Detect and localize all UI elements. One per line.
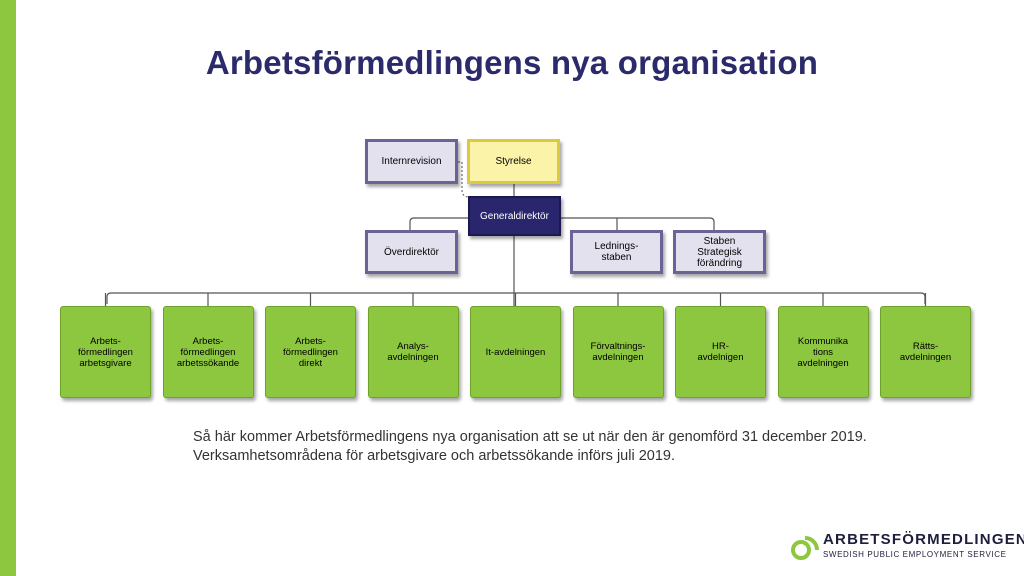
left-accent-bar bbox=[0, 0, 16, 576]
department-box: It-avdelningen bbox=[470, 306, 561, 398]
logo-mark-icon bbox=[791, 536, 819, 560]
box-internrevision: Internrevision bbox=[365, 139, 458, 184]
caption-line-2: Verksamhetsområdena för arbetsgivare och… bbox=[193, 448, 675, 464]
department-box: Förvaltnings- avdelningen bbox=[572, 306, 664, 398]
department-box: Arbets- förmedlingen arbetssökande bbox=[162, 306, 254, 398]
department-box: Analys- avdelningen bbox=[367, 306, 459, 398]
box-ledningsstaben: Lednings- staben bbox=[570, 230, 663, 274]
logo-name: ARBETSFÖRMEDLINGEN bbox=[823, 531, 1024, 548]
connector-internrevision bbox=[458, 161, 470, 198]
box-generaldirektor: Generaldirektör bbox=[468, 196, 561, 236]
caption-line-1: Så här kommer Arbetsförmedlingens nya or… bbox=[193, 429, 867, 445]
box-styrelse: Styrelse bbox=[467, 139, 560, 184]
caption: Så här kommer Arbetsförmedlingens nya or… bbox=[193, 428, 973, 466]
page-title: Arbetsförmedlingens nya organisation bbox=[205, 44, 819, 81]
box-overdirektor: Överdirektör bbox=[365, 230, 458, 274]
logo-tagline: SWEDISH PUBLIC EMPLOYMENT SERVICE bbox=[823, 550, 1007, 559]
connector-staff-bracket bbox=[409, 217, 715, 230]
department-box: Kommunika tions avdelningen bbox=[777, 306, 869, 398]
department-box: HR- avdelnigen bbox=[675, 306, 766, 398]
department-box: Rätts- avdelningen bbox=[880, 306, 971, 398]
department-box: Arbets- förmedlingen direkt bbox=[265, 306, 356, 398]
box-staben-strategisk-forandring: Staben Strategisk förändring bbox=[673, 230, 766, 274]
department-box: Arbets- förmedlingen arbetsgivare bbox=[60, 306, 151, 398]
brand-logo: ARBETSFÖRMEDLINGEN SWEDISH PUBLIC EMPLOY… bbox=[790, 528, 1024, 564]
connector-department-ticks bbox=[104, 293, 927, 306]
